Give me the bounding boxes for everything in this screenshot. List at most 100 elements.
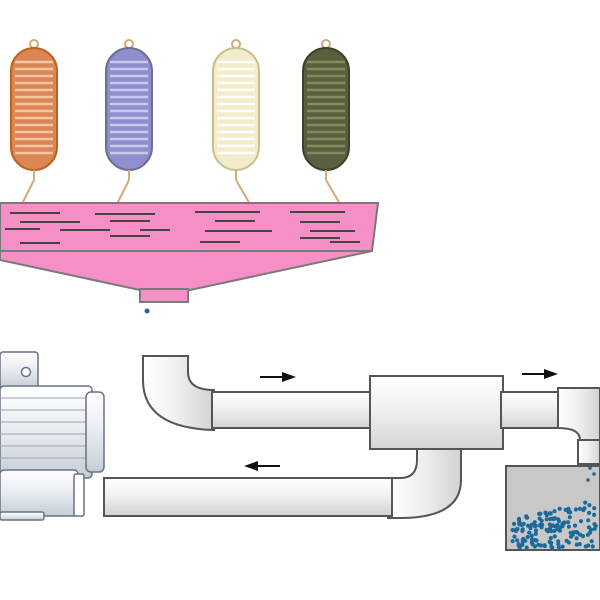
collected-particle <box>542 543 547 548</box>
collected-particle <box>544 517 549 522</box>
drip-droplet <box>144 308 150 314</box>
particle-collector <box>505 465 600 551</box>
collected-particle <box>525 523 531 528</box>
collected-particle <box>520 542 525 548</box>
collected-particle <box>529 537 535 542</box>
collected-particle <box>563 507 568 512</box>
filter-rope <box>235 179 251 205</box>
collected-particle <box>543 510 548 515</box>
collected-particle <box>516 542 521 547</box>
blower-flange <box>73 473 85 517</box>
collected-particle <box>574 536 579 541</box>
collected-particle <box>556 517 561 522</box>
collected-particle <box>547 522 552 527</box>
collected-particle <box>567 515 572 520</box>
collected-particle <box>538 511 543 516</box>
pipe-drop-right <box>577 439 600 465</box>
collected-particle <box>577 506 583 511</box>
motor-terminal-screw <box>20 366 32 378</box>
collected-particle <box>533 523 538 529</box>
collected-particle <box>560 524 565 529</box>
collected-particle <box>536 542 541 547</box>
pipe-elbow-upper-left <box>142 355 215 432</box>
collected-particle <box>551 516 556 522</box>
collected-particle <box>557 506 562 511</box>
collected-particle <box>510 539 515 544</box>
pipe-upper-right <box>500 391 562 429</box>
collected-particle <box>512 534 517 539</box>
flow-arrow-lower <box>244 461 280 471</box>
collected-particle <box>592 526 597 531</box>
collected-particle <box>533 528 539 533</box>
collected-particles <box>510 466 598 550</box>
pipe-lower <box>103 477 393 517</box>
collected-particle <box>524 514 529 519</box>
collected-particle <box>566 524 572 529</box>
blower-base <box>0 511 45 521</box>
collected-particle <box>552 528 557 534</box>
collected-particle <box>592 522 597 527</box>
collected-particle <box>587 510 592 515</box>
flow-arrows <box>244 369 558 471</box>
collected-particle <box>566 520 571 525</box>
tank-outlet <box>139 288 189 303</box>
filter-body <box>302 47 350 171</box>
collected-particle <box>578 519 584 524</box>
falling-particle <box>588 466 592 470</box>
filter-housing <box>369 375 504 450</box>
motor-end-cap <box>85 391 105 473</box>
collected-particle <box>550 545 555 550</box>
collected-particle <box>556 539 561 544</box>
falling-particle <box>592 472 596 476</box>
hanger-loop <box>231 39 241 49</box>
collected-particle <box>592 506 597 511</box>
collected-particle <box>544 527 549 533</box>
collected-particle <box>547 511 553 516</box>
collected-particle <box>533 538 538 543</box>
collected-particle <box>517 520 522 525</box>
collected-particle <box>521 521 526 527</box>
collected-particle <box>589 539 594 544</box>
motor-top-block <box>0 351 39 389</box>
hanger-loop <box>124 39 134 49</box>
filter-rope <box>21 179 35 205</box>
collected-particle <box>548 540 553 545</box>
collected-particle <box>517 545 522 550</box>
collected-particle <box>520 527 525 532</box>
pipe-elbow-lower <box>387 448 462 519</box>
motor-cooling-fins <box>0 397 88 459</box>
filter-blue <box>105 39 153 205</box>
flow-arrow-upper-left <box>260 372 296 382</box>
collected-particle <box>512 528 518 533</box>
blower-housing <box>0 469 79 517</box>
collected-particle <box>560 544 565 549</box>
collected-particle <box>592 512 597 518</box>
hanger-loop <box>321 39 331 49</box>
collected-particle <box>571 530 576 535</box>
collected-particle <box>527 530 532 535</box>
collected-particle <box>589 527 594 532</box>
collected-particle <box>552 509 557 514</box>
hanger-loop <box>29 39 39 49</box>
motor-body <box>0 385 93 479</box>
collection-tank <box>0 202 380 314</box>
tank-funnel <box>0 250 373 291</box>
collected-particle <box>586 543 591 548</box>
collected-particle <box>572 523 578 528</box>
collected-particle <box>533 531 538 537</box>
falling-particle <box>586 478 590 482</box>
filter-orange <box>10 39 58 205</box>
tank-liquid-lines <box>5 211 360 244</box>
filter-body <box>212 47 260 171</box>
collected-particle <box>529 540 534 545</box>
collected-particle <box>548 536 553 541</box>
filter-cartridges <box>10 39 350 205</box>
flow-arrow-upper-right <box>522 369 558 379</box>
collected-particle <box>521 536 526 542</box>
filter-olive <box>302 39 350 205</box>
collected-particle <box>586 518 591 523</box>
collected-particle <box>568 510 573 515</box>
collected-particle <box>553 524 558 529</box>
collected-particle <box>529 522 534 527</box>
